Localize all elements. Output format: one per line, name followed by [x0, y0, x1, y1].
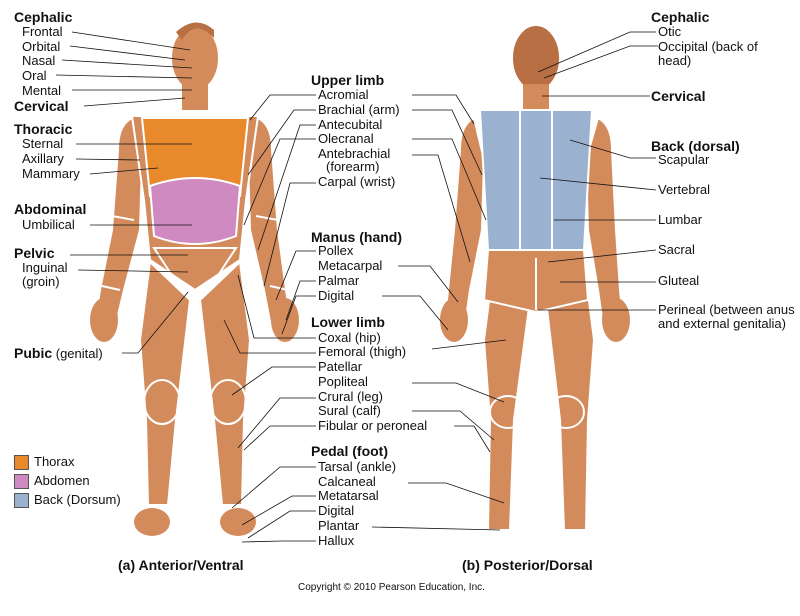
label-lower-limb: Lower limb [311, 314, 385, 330]
label-patellar: Patellar [318, 359, 363, 374]
label-hallux: Hallux [318, 533, 355, 548]
legend-swatch-back [14, 493, 29, 508]
label-occipital: Occipital (back of head) [658, 39, 758, 68]
label-thoracic: Thoracic [14, 121, 73, 137]
back-region [478, 109, 594, 251]
label-digital-foot: Digital [318, 503, 355, 518]
label-femoral: Femoral (thigh) [318, 344, 407, 359]
anterior-left-leg [198, 259, 252, 506]
label-lumbar: Lumbar [658, 212, 703, 227]
label-tarsal: Tarsal (ankle) [318, 459, 397, 474]
label-sternal: Sternal [22, 136, 64, 151]
legend-swatch-abdomen [14, 474, 29, 489]
label-mammary: Mammary [22, 166, 80, 181]
label-pubic: Pubic (genital) [14, 346, 103, 361]
anterior-left-arm [246, 116, 294, 334]
label-cervical-anterior: Cervical [14, 98, 69, 114]
label-pedal: Pedal (foot) [311, 443, 388, 459]
label-pubic-term: Pubic [14, 345, 53, 361]
label-brachial: Brachial (arm) [318, 102, 400, 117]
posterior-right-arm [442, 116, 486, 334]
label-pollex: Pollex [318, 243, 354, 258]
label-acromial: Acromial [318, 87, 369, 102]
legend-swatch-thorax [14, 455, 29, 470]
label-groin: (groin) [22, 274, 60, 289]
posterior-figure [440, 24, 630, 531]
posterior-left-arm [584, 116, 626, 334]
label-pubic-note: (genital) [55, 346, 103, 361]
label-gluteal: Gluteal [658, 273, 700, 288]
label-fibular: Fibular or peroneal [318, 418, 428, 433]
leader-lines [55, 31, 658, 543]
copyright: Copyright © 2010 Pearson Education, Inc. [298, 582, 485, 593]
label-cervical-posterior: Cervical [651, 88, 706, 104]
label-perineal: Perineal (between anus and external geni… [658, 302, 795, 331]
label-axillary: Axillary [22, 151, 64, 166]
label-popliteal: Popliteal [318, 374, 368, 389]
label-upper-limb: Upper limb [311, 72, 385, 88]
label-manus: Manus (hand) [311, 229, 402, 245]
label-forearm: (forearm) [326, 159, 380, 174]
label-pelvic: Pelvic [14, 245, 55, 261]
label-antebrachial: Antebrachial [318, 146, 391, 161]
label-nasal: Nasal [22, 53, 56, 68]
label-carpal: Carpal (wrist) [318, 174, 396, 189]
label-cephalic-posterior: Cephalic [651, 9, 710, 25]
legend-label-back: Back (Dorsum) [34, 492, 121, 507]
label-back-dorsal: Back (dorsal) [651, 138, 740, 154]
label-otic: Otic [658, 24, 682, 39]
label-metacarpal: Metacarpal [318, 258, 383, 273]
label-mental: Mental [22, 83, 62, 98]
label-abdominal: Abdominal [14, 201, 87, 217]
label-coxal: Coxal (hip) [318, 330, 381, 345]
label-plantar: Plantar [318, 518, 360, 533]
label-cephalic-anterior: Cephalic [14, 9, 73, 25]
label-crural: Crural (leg) [318, 389, 384, 404]
posterior-head [511, 24, 561, 92]
anterior-right-leg [138, 259, 192, 506]
label-metatarsal: Metatarsal [318, 488, 379, 503]
label-oral: Oral [22, 68, 47, 83]
anterior-right-hand [90, 298, 118, 342]
label-palmar: Palmar [318, 273, 360, 288]
label-scapular: Scapular [658, 152, 710, 167]
label-orbital: Orbital [22, 39, 61, 54]
label-sural: Sural (calf) [318, 403, 381, 418]
caption-anterior: (a) Anterior/Ventral [118, 557, 244, 573]
label-umbilical: Umbilical [22, 217, 75, 232]
abdomen-region [148, 177, 242, 245]
label-frontal: Frontal [22, 24, 63, 39]
label-inguinal: Inguinal [22, 260, 68, 275]
label-olecranal: Olecranal [318, 131, 374, 146]
label-antecubital: Antecubital [318, 117, 383, 132]
caption-posterior: (b) Posterior/Dorsal [462, 557, 593, 573]
legend-label-thorax: Thorax [34, 454, 75, 469]
anterior-figure [90, 22, 299, 536]
legend-label-abdomen: Abdomen [34, 473, 90, 488]
label-vertebral: Vertebral [658, 182, 711, 197]
label-digital-hand: Digital [318, 288, 355, 303]
label-sacral: Sacral [658, 242, 695, 257]
label-calcaneal: Calcaneal [318, 474, 376, 489]
anterior-left-hand [271, 298, 299, 342]
